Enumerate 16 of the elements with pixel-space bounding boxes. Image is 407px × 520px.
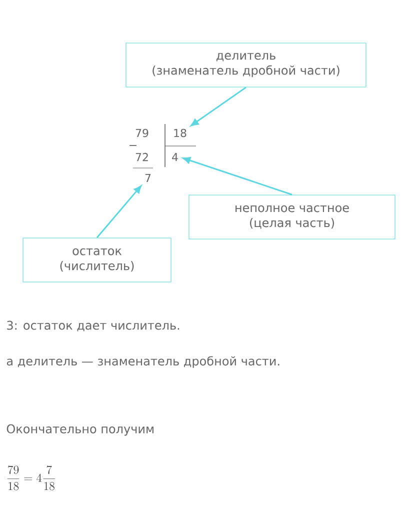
number: 7 (145, 174, 151, 182)
callout-box: остаток (числитель) (22, 238, 172, 282)
arrow (96, 185, 142, 238)
text-line: а делитель — знаменатель дробной части. (6, 356, 280, 368)
text-line: Окончательно получим (6, 424, 154, 436)
number: 18 (174, 128, 186, 138)
callout-box: неполное частное (целая часть) (188, 194, 396, 240)
text-line: 3: остаток дает числитель. (7, 320, 180, 332)
formula: $\frac{79}{18} = 4\frac{7}{18}$ (7, 466, 55, 490)
number: 72 (136, 152, 148, 162)
callout-box: делитель (знаменатель дробной части) (126, 42, 366, 88)
arrow (190, 86, 246, 126)
arrow (182, 157, 292, 196)
number: 4 (172, 153, 178, 162)
number: 79 (136, 128, 148, 138)
minus-sign: − (130, 145, 136, 146)
